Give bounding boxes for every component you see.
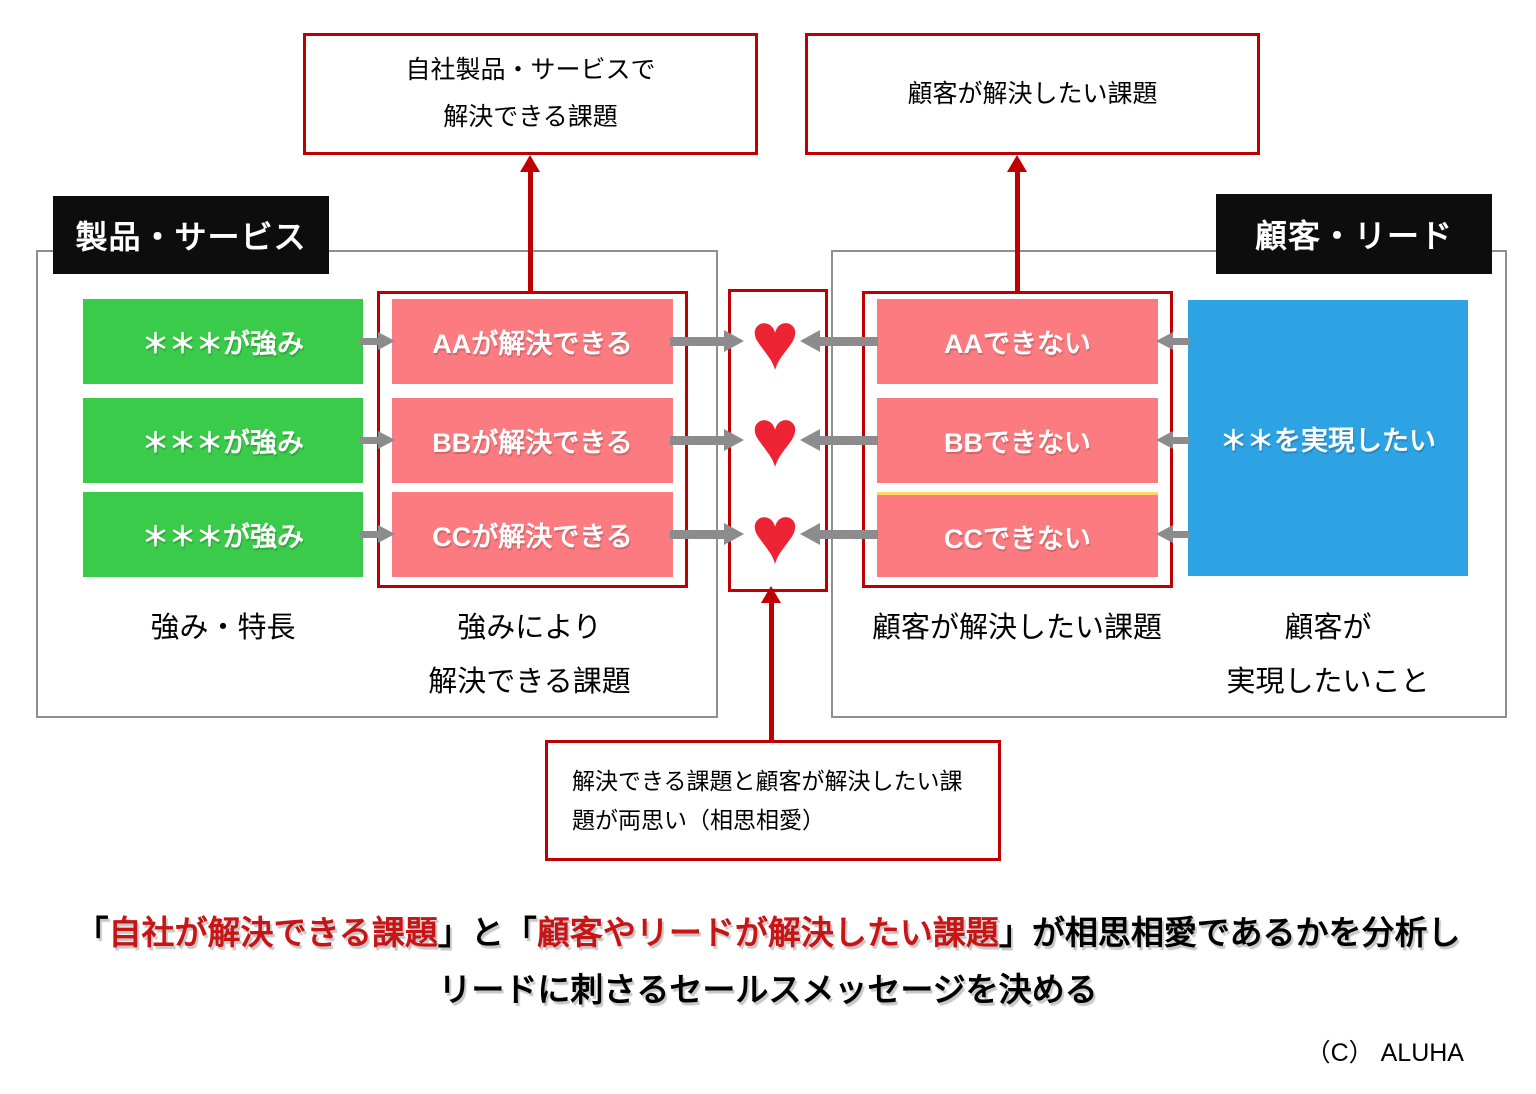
label-customer-goal-line1: 顧客が bbox=[1284, 612, 1372, 644]
strength-box-3: ＊＊＊が強み bbox=[83, 492, 363, 577]
arrow-left-icon bbox=[1156, 525, 1173, 543]
red-arrowhead-left-icon bbox=[520, 155, 540, 172]
arrow-left-icon bbox=[800, 523, 820, 545]
heart-icon: ♥ bbox=[750, 296, 800, 387]
goal-box: ＊＊を実現したい bbox=[1188, 300, 1468, 576]
summary-seg: 」と「 bbox=[437, 914, 537, 951]
arrow-cannot-to-heart-shaft bbox=[818, 436, 878, 445]
strength-box-1: ＊＊＊が強み bbox=[83, 299, 363, 384]
arrow-right-icon bbox=[378, 332, 395, 350]
arrow-cannot-to-heart-shaft bbox=[818, 337, 878, 346]
callout-product-solvable: 自社製品・サービスで 解決できる課題 bbox=[303, 33, 758, 155]
callout-mutual-line1: 解決できる課題と顧客が解決したい課 bbox=[572, 767, 963, 794]
arrow-goal-to-cannot-shaft bbox=[1171, 338, 1190, 345]
arrow-strength-to-solvable-shaft bbox=[360, 531, 380, 538]
cannot-box-cc: CCできない bbox=[877, 492, 1158, 577]
red-arrowhead-right-icon bbox=[1007, 155, 1027, 172]
arrow-strength-to-solvable-shaft bbox=[360, 437, 380, 444]
summary-seg-highlight: 顧客やリードが解決したい課題 bbox=[536, 914, 999, 951]
arrow-right-icon bbox=[378, 431, 395, 449]
heart-icon: ♥ bbox=[750, 393, 800, 484]
summary-seg: 」が相思相愛であるかを分析し bbox=[998, 914, 1461, 951]
copyright-text: （C） ALUHA bbox=[1305, 1039, 1464, 1067]
heart-icon: ♥ bbox=[750, 490, 800, 581]
label-customer-problems: 顧客が解決したい課題 bbox=[871, 612, 1162, 644]
arrow-cannot-to-heart-shaft bbox=[818, 530, 878, 539]
label-customer-goal-line2: 実現したいこと bbox=[1226, 666, 1430, 698]
arrow-left-icon bbox=[800, 330, 820, 352]
arrow-right-icon bbox=[724, 523, 744, 545]
cannot-box-aa: AAできない bbox=[877, 299, 1158, 384]
header-customer-lead: 顧客・リード bbox=[1216, 194, 1492, 274]
arrow-left-icon bbox=[1156, 332, 1173, 350]
arrow-goal-to-cannot-shaft bbox=[1171, 531, 1190, 538]
callout-product-line1: 自社製品・サービスで bbox=[405, 56, 656, 84]
callout-customer-text: 顧客が解決したい課題 bbox=[907, 79, 1158, 108]
cannot-box-bb: BBできない bbox=[877, 398, 1158, 483]
header-product-service: 製品・サービス bbox=[53, 196, 329, 274]
arrow-right-icon bbox=[378, 525, 395, 543]
solvable-box-cc: CCが解決できる bbox=[392, 492, 673, 577]
summary-seg-highlight: 自社が解決できる課題 bbox=[108, 914, 438, 951]
red-arrow-bottom-shaft bbox=[769, 602, 774, 740]
arrow-solvable-to-heart-shaft bbox=[670, 436, 726, 445]
strength-box-2: ＊＊＊が強み bbox=[83, 398, 363, 483]
callout-mutual-line2: 題が両思い（相思相愛） bbox=[572, 806, 825, 833]
label-solvable-line2: 解決できる課題 bbox=[428, 666, 631, 698]
summary-line2: リードに刺さるセールスメッセージを決める bbox=[438, 971, 1098, 1008]
arrow-right-icon bbox=[724, 429, 744, 451]
callout-mutual-love: 解決できる課題と顧客が解決したい課 題が両思い（相思相愛） bbox=[545, 740, 1001, 861]
label-strengths: 強み・特長 bbox=[150, 612, 296, 644]
panel-customer bbox=[831, 250, 1507, 718]
arrow-left-icon bbox=[800, 429, 820, 451]
summary-line1: 「自社が解決できる課題」と「顧客やリードが解決したい課題」が相思相愛であるかを分… bbox=[0, 906, 1536, 954]
summary-seg: 「 bbox=[75, 914, 109, 951]
arrow-solvable-to-heart-shaft bbox=[670, 337, 726, 346]
arrow-strength-to-solvable-shaft bbox=[360, 338, 380, 345]
panel-product bbox=[36, 250, 718, 718]
callout-product-line2: 解決できる課題 bbox=[443, 103, 618, 131]
solvable-box-bb: BBが解決できる bbox=[392, 398, 673, 483]
red-arrow-right-shaft bbox=[1015, 171, 1020, 291]
arrow-right-icon bbox=[724, 330, 744, 352]
solvable-box-aa: AAが解決できる bbox=[392, 299, 673, 384]
red-arrowhead-bottom-icon bbox=[761, 586, 781, 603]
arrow-goal-to-cannot-shaft bbox=[1171, 437, 1190, 444]
red-arrow-left-shaft bbox=[528, 171, 533, 291]
label-solvable-line1: 強みにより bbox=[457, 612, 602, 644]
callout-customer-problem: 顧客が解決したい課題 bbox=[805, 33, 1260, 155]
arrow-solvable-to-heart-shaft bbox=[670, 530, 726, 539]
arrow-left-icon bbox=[1156, 431, 1173, 449]
